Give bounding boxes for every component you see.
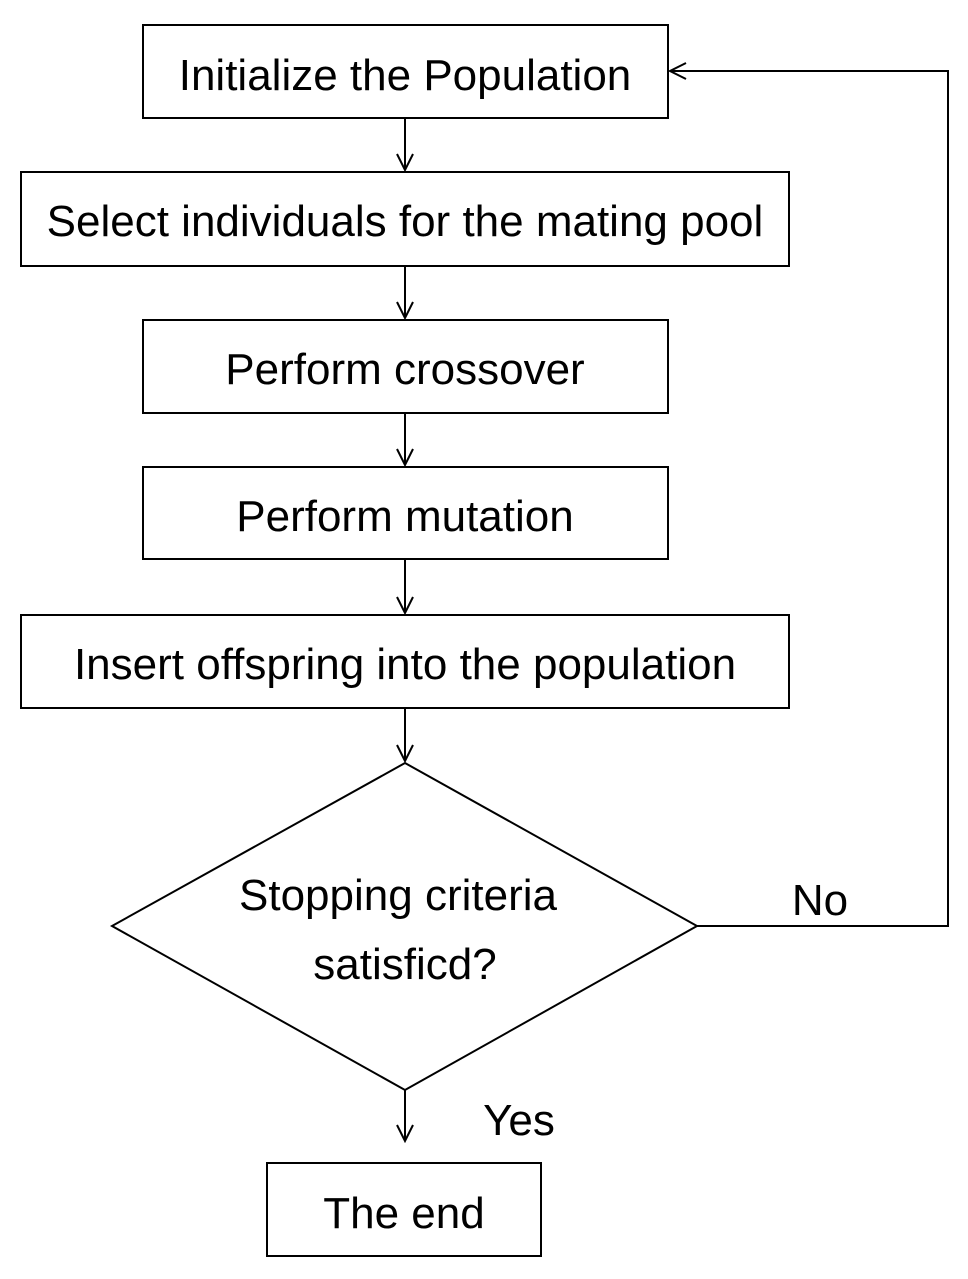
decision-label-line1: Stopping criteria xyxy=(239,871,557,920)
node-select-individuals: Select individuals for the mating pool xyxy=(20,171,790,267)
node-the-end: The end xyxy=(266,1162,542,1257)
node-insert-offspring: Insert offspring into the population xyxy=(20,614,790,709)
node-stopping-criteria-decision: Stopping criteria satisficd? xyxy=(109,761,700,1092)
node-insert-offspring-label: Insert offspring into the population xyxy=(74,640,736,689)
node-the-end-label: The end xyxy=(323,1189,484,1238)
decision-label-line2: satisficd? xyxy=(313,940,496,989)
node-perform-mutation: Perform mutation xyxy=(142,466,669,560)
edge-label-no: No xyxy=(792,876,848,925)
node-perform-mutation-label: Perform mutation xyxy=(236,492,573,541)
edge-label-yes: Yes xyxy=(483,1096,555,1145)
arrow-no-loop-to-init xyxy=(670,71,949,927)
node-perform-crossover: Perform crossover xyxy=(142,319,669,414)
node-select-individuals-label: Select individuals for the mating pool xyxy=(47,197,764,246)
node-initialize-population: Initialize the Population xyxy=(142,24,669,119)
node-perform-crossover-label: Perform crossover xyxy=(225,345,584,394)
node-initialize-population-label: Initialize the Population xyxy=(179,51,632,100)
